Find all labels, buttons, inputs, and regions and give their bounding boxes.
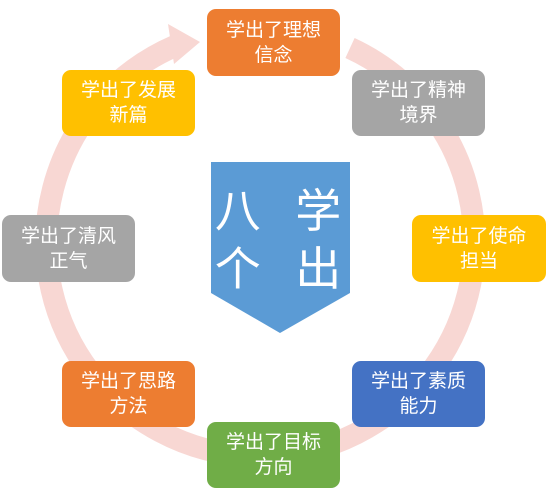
step-box-integrity: 学出了清风 正气 bbox=[2, 215, 135, 282]
center-title-line2: 个 出 bbox=[214, 242, 352, 296]
center-title: 八 学 个 出 bbox=[214, 182, 352, 298]
step-box-ideals: 学出了理想 信念 bbox=[207, 9, 340, 76]
step-label-line1: 学出了目标 bbox=[225, 431, 321, 453]
step-label-line2: 正气 bbox=[49, 249, 88, 272]
step-label-line2: 方向 bbox=[254, 456, 293, 478]
step-label-line1: 学出了发展 bbox=[80, 79, 176, 101]
step-label-line2: 信念 bbox=[254, 43, 293, 66]
step-box-direction: 学出了目标 方向 bbox=[207, 422, 340, 488]
step-label-line1: 学出了素质 bbox=[370, 370, 466, 392]
cycle-ring-arrowhead bbox=[168, 24, 200, 64]
step-label-line1: 学出了使命 bbox=[431, 224, 527, 247]
step-box-methods: 学出了思路 方法 bbox=[62, 361, 195, 427]
step-label-line2: 方法 bbox=[109, 395, 148, 417]
step-box-mission: 学出了使命 担当 bbox=[412, 215, 546, 282]
step-label-line2: 担当 bbox=[459, 249, 498, 272]
step-label-line2: 能力 bbox=[399, 395, 438, 417]
step-box-ability: 学出了素质 能力 bbox=[352, 361, 485, 427]
center-title-line1: 八 学 bbox=[214, 184, 352, 238]
step-box-development: 学出了发展 新篇 bbox=[62, 70, 195, 136]
center-arrow-shape bbox=[211, 162, 350, 333]
step-label-line2: 新篇 bbox=[109, 104, 148, 126]
step-label-line1: 学出了思路 bbox=[80, 370, 176, 392]
step-label-line1: 学出了清风 bbox=[20, 224, 116, 247]
step-label-line1: 学出了精神 bbox=[370, 79, 466, 101]
step-label-line2: 境界 bbox=[399, 104, 438, 126]
step-box-spirit: 学出了精神 境界 bbox=[352, 70, 485, 136]
step-label-line1: 学出了理想 bbox=[225, 18, 321, 41]
